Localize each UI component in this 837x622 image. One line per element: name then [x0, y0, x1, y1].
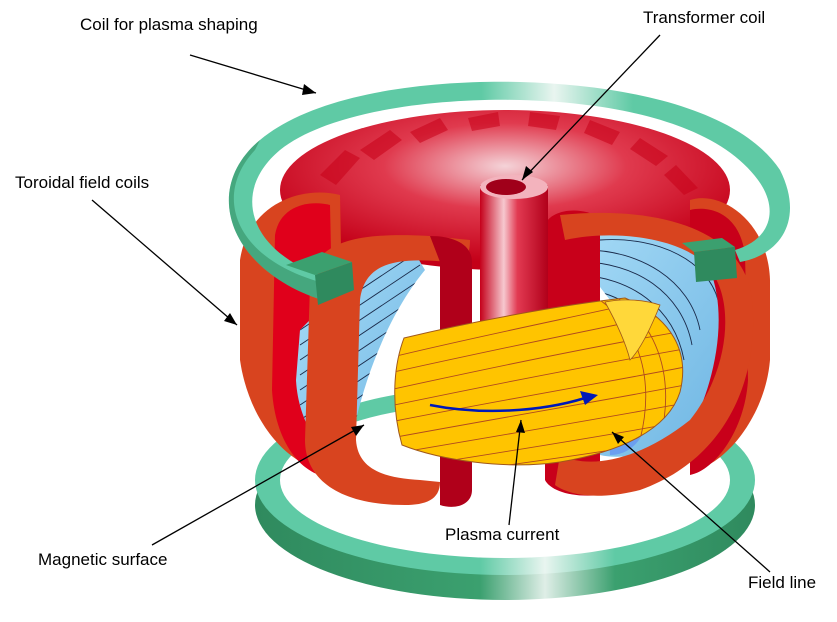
label-transformer-coil: Transformer coil: [643, 8, 765, 28]
label-plasma-current: Plasma current: [445, 525, 559, 545]
label-field-line: Field line: [748, 573, 816, 593]
pointer-toroidal: [92, 200, 237, 325]
pointer-coil-shaping: [190, 55, 316, 93]
label-magnetic-surface: Magnetic surface: [38, 550, 167, 570]
label-coil-plasma-shaping: Coil for plasma shaping: [80, 15, 258, 35]
label-toroidal-field-coils: Toroidal field coils: [15, 173, 149, 193]
shaping-coil-cut-right: [694, 247, 737, 282]
